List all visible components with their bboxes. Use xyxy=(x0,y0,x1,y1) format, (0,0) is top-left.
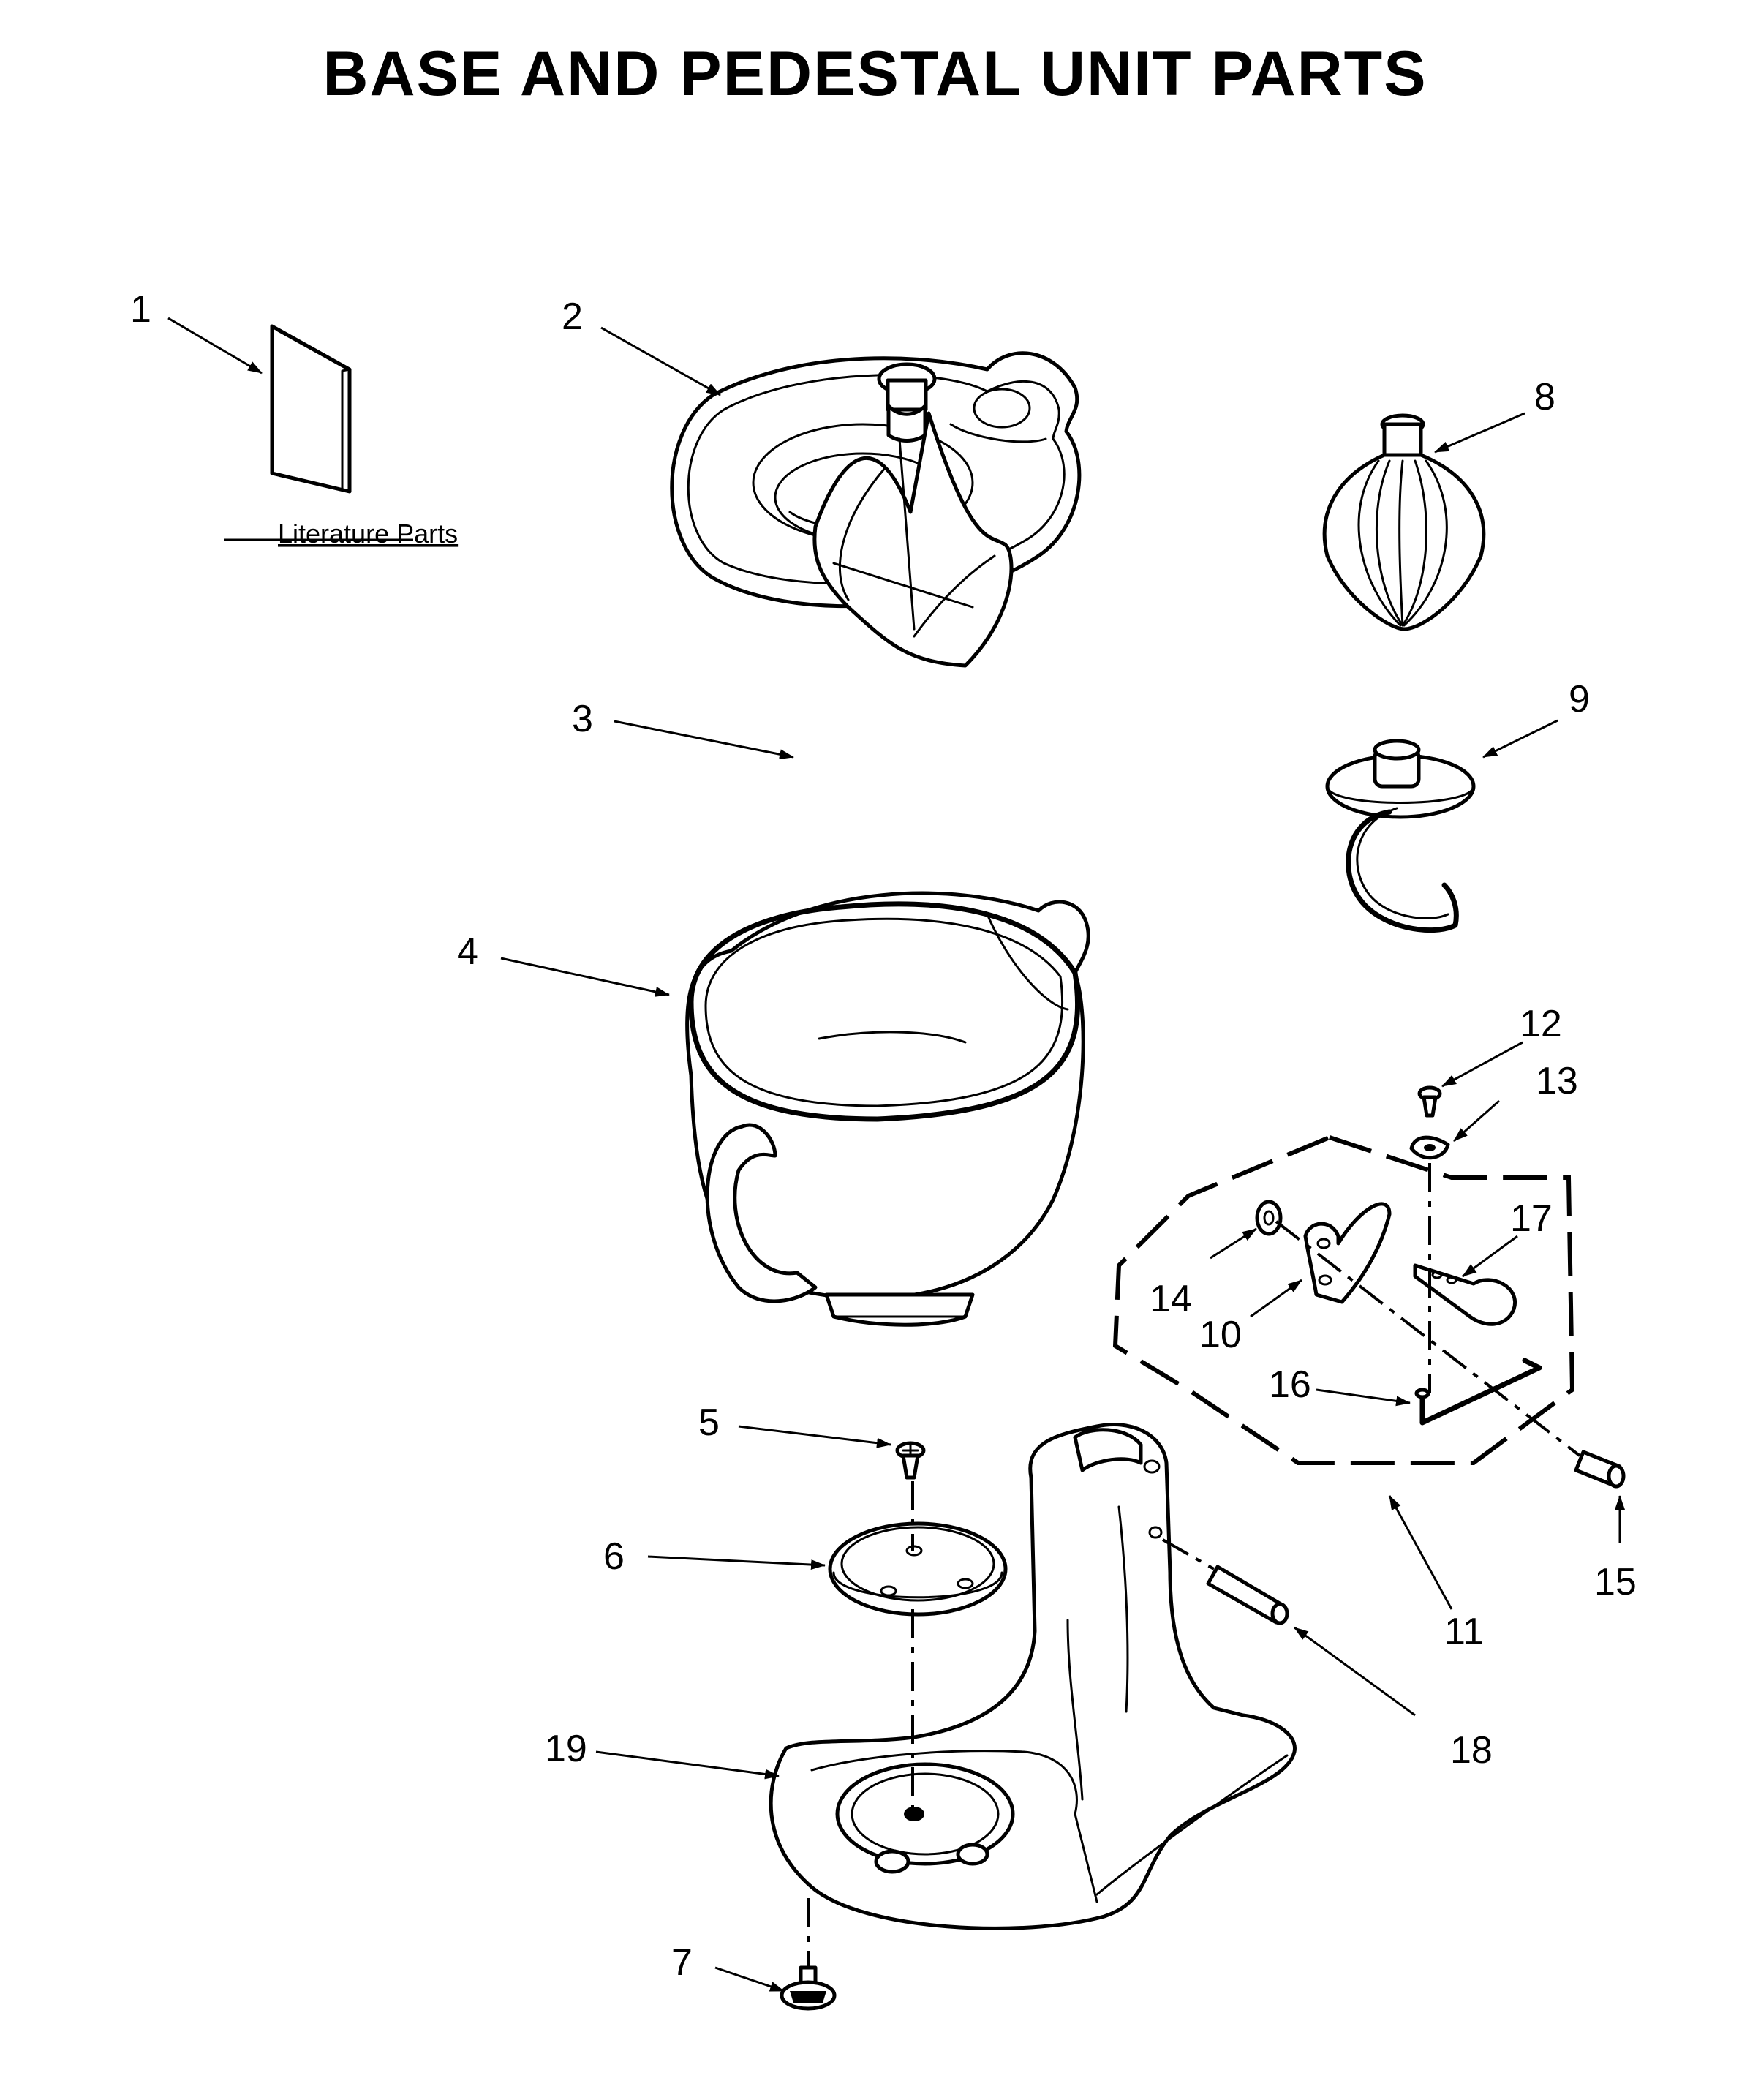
screw-12-part xyxy=(1417,1085,1442,1118)
assembly-centerlines xyxy=(807,1163,1581,1968)
rubber-foot-part xyxy=(780,1965,837,2011)
callout-15: 15 xyxy=(1594,1561,1637,1603)
leader-arrows xyxy=(167,317,1625,1992)
callout-10: 10 xyxy=(1199,1314,1242,1356)
callout-labels: 1 2 3 4 5 6 7 8 9 10 11 12 13 14 15 16 1… xyxy=(130,288,1637,1984)
callout-18: 18 xyxy=(1450,1729,1493,1772)
mixing-bowl-part xyxy=(685,891,1090,1327)
page-title: BASE AND PEDESTAL UNIT PARTS xyxy=(323,39,1427,109)
hinge-pin-part xyxy=(1574,1450,1626,1489)
lock-lever-part xyxy=(1413,1263,1517,1326)
hinge-kit-group-outline xyxy=(1112,1134,1575,1465)
flat-beater-part xyxy=(812,362,1014,668)
callout-3: 3 xyxy=(572,698,593,740)
pedestal-base-part xyxy=(769,1422,1297,1930)
callout-12: 12 xyxy=(1520,1003,1562,1045)
callout-6: 6 xyxy=(603,1535,625,1578)
callout-17: 17 xyxy=(1510,1197,1553,1240)
literature-booklet-part: Literature Parts xyxy=(224,324,458,549)
callout-19: 19 xyxy=(545,1728,587,1770)
callout-2: 2 xyxy=(562,296,583,338)
callout-14: 14 xyxy=(1150,1278,1192,1320)
dough-hook-part xyxy=(1325,739,1476,933)
callout-5: 5 xyxy=(698,1401,720,1444)
callout-11: 11 xyxy=(1444,1611,1484,1653)
clamp-plate-part xyxy=(828,1521,1008,1617)
callout-9: 9 xyxy=(1569,678,1590,720)
pivot-pin-part xyxy=(1206,1565,1289,1625)
hinge-bracket-part xyxy=(1303,1202,1392,1304)
wire-whip-part xyxy=(1322,413,1486,631)
washer-14-part xyxy=(1255,1200,1283,1236)
washer-13-part xyxy=(1409,1135,1450,1160)
callout-4: 4 xyxy=(457,930,478,973)
callout-1: 1 xyxy=(130,288,151,331)
spring-wire-part xyxy=(1414,1358,1542,1426)
callout-16: 16 xyxy=(1269,1363,1311,1406)
screw-5-part xyxy=(895,1441,926,1480)
literature-parts-label: Literature Parts xyxy=(278,519,458,549)
callout-7: 7 xyxy=(671,1941,693,1984)
callout-13: 13 xyxy=(1536,1060,1578,1102)
callout-8: 8 xyxy=(1534,376,1555,418)
